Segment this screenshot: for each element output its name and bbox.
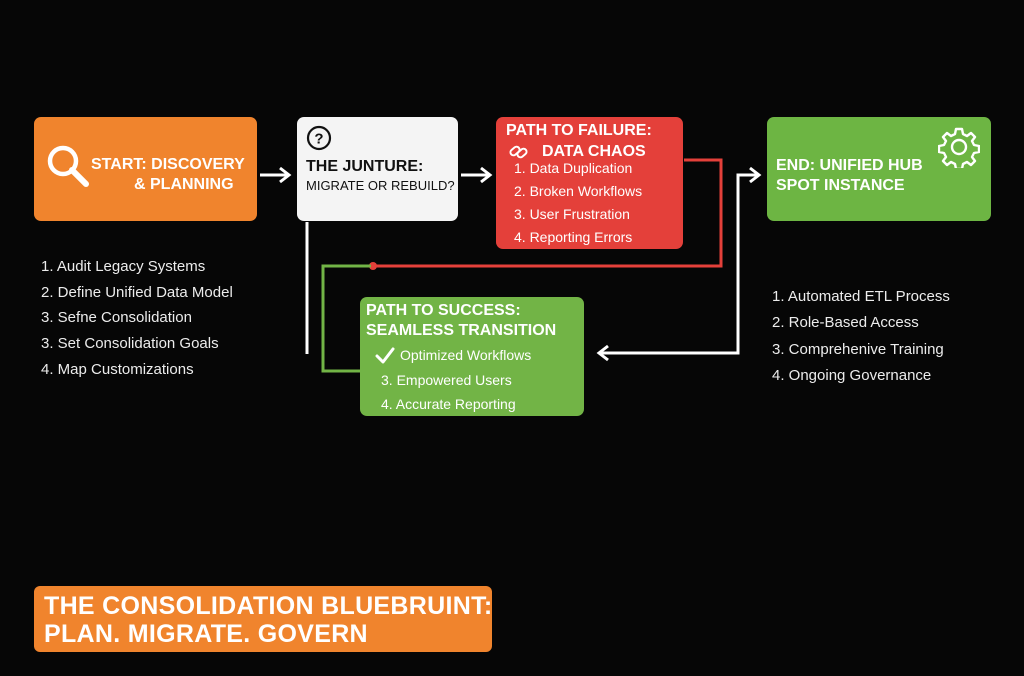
start-title-line1: START: DISCOVERY (91, 156, 245, 173)
blueprint-title-banner (34, 586, 492, 652)
success-item: 4. Accurate Reporting (381, 396, 516, 412)
discovery-list-item: 3. Set Consolidation Goals (41, 335, 219, 352)
link-icon (509, 145, 528, 159)
blueprint-title-line1: THE CONSOLIDATION BLUEBRUINT: (44, 592, 493, 620)
discovery-list-item: 1. Audit Legacy Systems (41, 258, 206, 275)
failure-item: 3. User Frustration (514, 206, 630, 222)
discovery-list-item: 4. Map Customizations (41, 361, 194, 378)
juncture-title-line2: MIGRATE OR REBUILD? (306, 178, 455, 193)
end-title-line1: END: UNIFIED HUB (776, 157, 923, 174)
end-list-item: 3. Comprehenive Training (772, 341, 944, 358)
end-list-item: 2. Role-Based Access (772, 314, 919, 331)
failure-item: 2. Broken Workflows (514, 183, 643, 199)
success-title-line2: SEAMLESS TRANSITION (366, 322, 557, 339)
failure-title-line2: DATA CHAOS (542, 143, 646, 160)
blueprint-title-line2: PLAN. MIGRATE. GOVERN (44, 620, 368, 648)
failure-item: 1. Data Duplication (514, 160, 633, 176)
green-path-line (321, 264, 371, 373)
end-list-item: 1. Automated ETL Process (772, 288, 950, 305)
end-list-item: 4. Ongoing Governance (772, 367, 932, 384)
discovery-list-item: 3. Sefne Consolidation (41, 309, 192, 326)
search-icon (47, 145, 89, 187)
end-title-line2: SPOT INSTANCE (776, 177, 905, 194)
question-icon: ? (306, 125, 332, 151)
success-item: Optimized Workflows (400, 347, 532, 363)
svg-text:?: ? (314, 131, 323, 148)
juncture-title-line1: THE JUNTURE: (306, 158, 424, 175)
failure-box (496, 117, 683, 249)
arrow-start-to-juncture (260, 166, 292, 184)
checkmark-icon (375, 347, 395, 364)
arrow-juncture-to-failure (461, 166, 493, 184)
failure-title-line1: PATH TO FAILURE: (506, 122, 652, 139)
discovery-list-item: 2. Define Unified Data Model (41, 284, 233, 301)
start-title-line2: & PLANNING (134, 176, 234, 193)
failure-item: 4. Reporting Errors (514, 229, 633, 245)
success-title-line1: PATH TO SUCCESS: (366, 302, 521, 319)
arrow-end-to-success (596, 166, 762, 362)
juncture-box (297, 117, 458, 221)
arrow-failure-to-end (369, 158, 723, 270)
gear-icon (938, 127, 980, 168)
success-item: 3. Empowered Users (381, 372, 512, 388)
success-box (360, 297, 584, 416)
